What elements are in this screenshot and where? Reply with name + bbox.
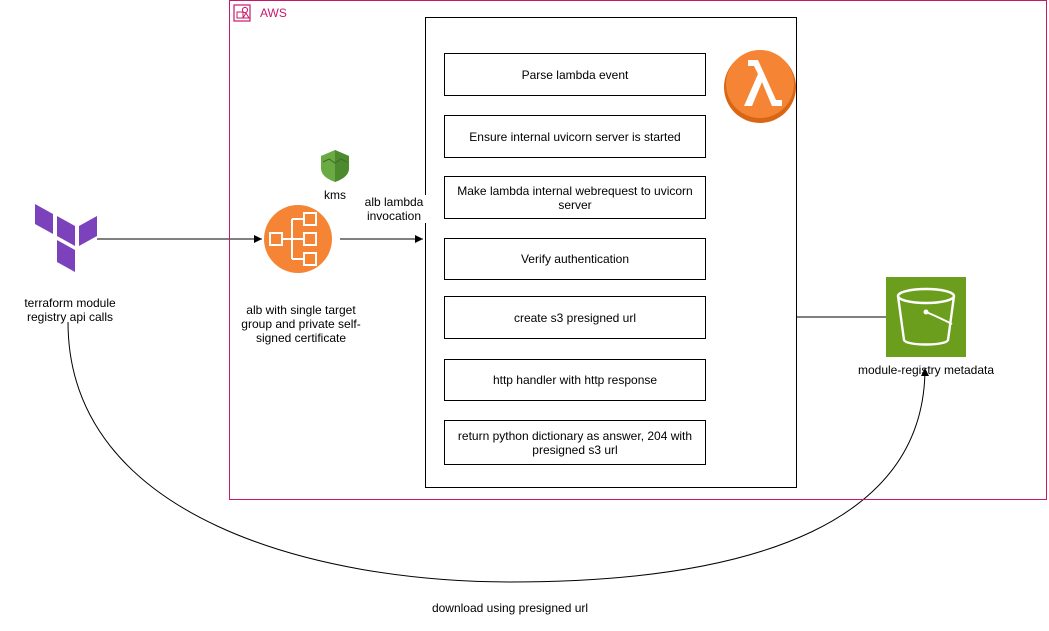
s3-label: module-registry metadata (857, 363, 995, 377)
terraform-label: terraform module registry api calls (24, 296, 116, 324)
s3-bucket-icon (886, 277, 966, 357)
edge-label-download: download using presigned url (431, 601, 589, 615)
aws-group-label: AWS (260, 6, 287, 20)
alb-label: alb with single target group and private… (241, 303, 361, 345)
step-http-handler: http handler with http response (444, 359, 706, 401)
edge-download-curve (67, 321, 929, 583)
application-load-balancer-icon (264, 205, 332, 273)
edge-label-alb-invocation: alb lambda invocation (362, 195, 426, 223)
aws-group-frame (229, 0, 1047, 500)
step-internal-webrequest: Make lambda internal webrequest to uvico… (444, 176, 706, 219)
step-parse-event: Parse lambda event (444, 53, 706, 96)
kms-shield-icon (321, 150, 349, 182)
kms-label: kms (324, 188, 346, 202)
step-return-dictionary: return python dictionary as answer, 204 … (444, 420, 706, 465)
lambda-icon (724, 50, 796, 123)
step-create-presigned-url: create s3 presigned url (444, 296, 706, 339)
step-ensure-uvicorn: Ensure internal uvicorn server is starte… (444, 115, 706, 158)
terraform-icon (35, 204, 97, 272)
aws-cloud-group-icon (231, 2, 253, 24)
step-verify-authentication: Verify authentication (444, 238, 706, 280)
